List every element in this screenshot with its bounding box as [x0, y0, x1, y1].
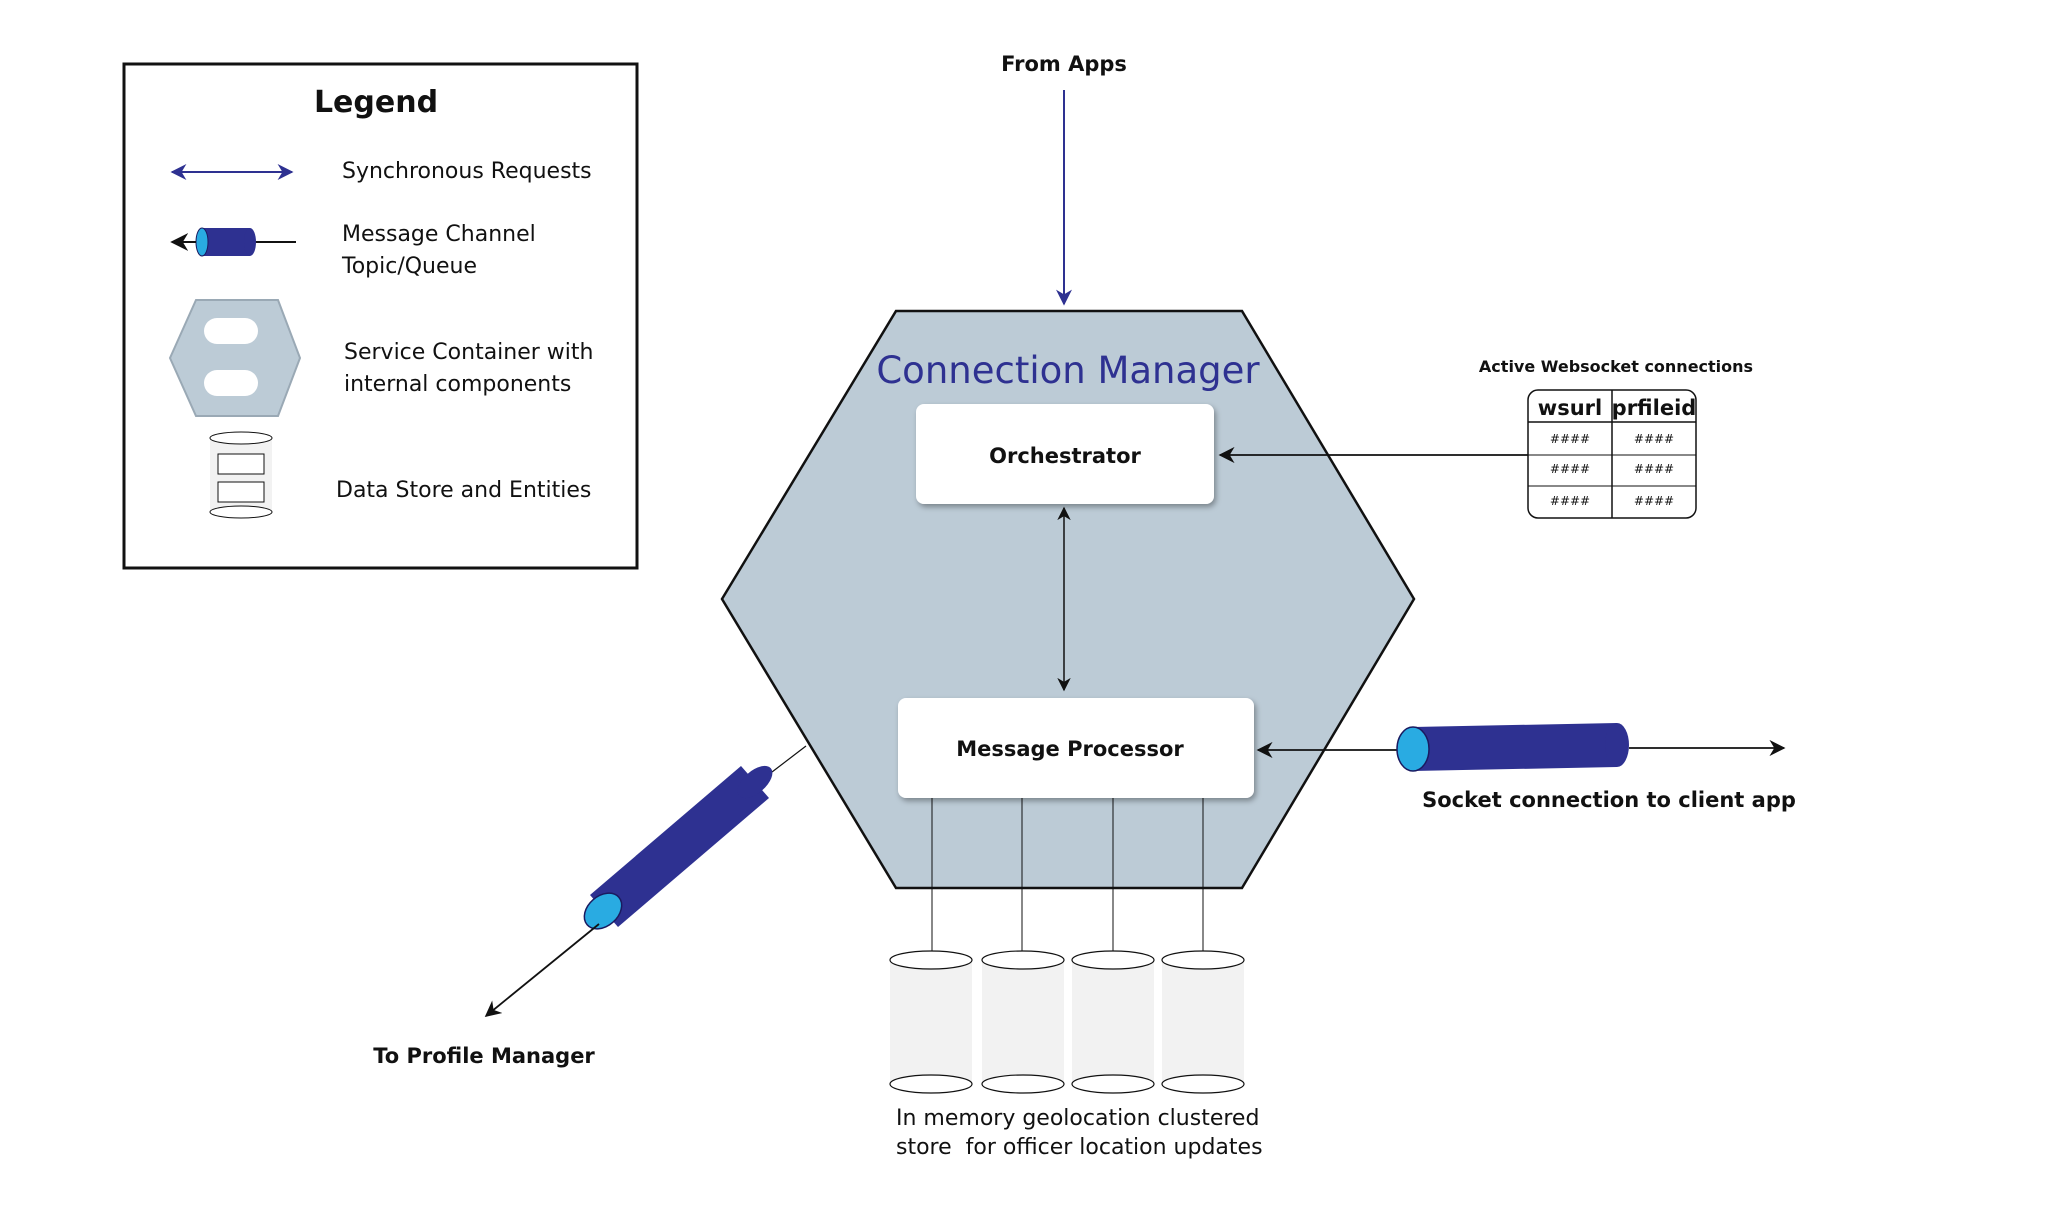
legend-datastore-label: Data Store and Entities: [336, 478, 591, 503]
store-cylinder: [1161, 950, 1245, 1094]
socket-channel-body: [1413, 723, 1617, 771]
legend-sync-label: Synchronous Requests: [342, 159, 592, 184]
websocket-table-caption: Active Websocket connections: [1479, 357, 1753, 376]
profile-channel-cap: [583, 892, 623, 930]
orchestrator-label: Orchestrator: [989, 444, 1141, 468]
websocket-cell: ####: [1550, 494, 1590, 508]
profile-manager-label: To Profile Manager: [373, 1044, 595, 1068]
store-caption-line-1: In memory geolocation clustered: [896, 1106, 1259, 1131]
websocket-cell: ####: [1550, 462, 1590, 476]
legend-datastore-icon: [209, 431, 273, 519]
socket-connection-label: Socket connection to client app: [1422, 788, 1796, 812]
socket-channel: [1256, 723, 1786, 772]
websocket-cell: ####: [1634, 432, 1674, 446]
store-caption-line-2: store for officer location updates: [896, 1135, 1263, 1160]
store-cylinder: [889, 950, 973, 1094]
websocket-header-prfileid: prfileid: [1612, 396, 1697, 420]
connection-manager-container: Connection Manager Orchestrator Message …: [720, 309, 1416, 890]
websocket-table: Active Websocket connections wsurl prfil…: [1479, 357, 1753, 519]
hexagon-to-channel-line: [771, 745, 807, 773]
socket-channel-cap: [1396, 726, 1430, 772]
websocket-cell: ####: [1634, 462, 1674, 476]
legend-container-icon: [168, 299, 302, 417]
store-cylinder: [981, 950, 1065, 1094]
from-apps-label: From Apps: [1001, 52, 1127, 76]
legend-title: Legend: [314, 85, 438, 120]
legend-container-label-2: internal components: [344, 372, 571, 397]
connection-manager-hexagon: [720, 309, 1416, 890]
websocket-cell: ####: [1634, 494, 1674, 508]
websocket-cell: ####: [1550, 432, 1590, 446]
legend: Legend Synchronous Requests Message Chan…: [122, 62, 639, 570]
profile-channel: [484, 745, 807, 1018]
store-cylinder: [1071, 950, 1155, 1094]
message-processor-label: Message Processor: [956, 737, 1184, 761]
connection-manager-title: Connection Manager: [876, 349, 1260, 392]
orchestrator-box: [916, 404, 1214, 504]
legend-channel-label-2: Topic/Queue: [341, 254, 477, 279]
channel-to-profile-arrow: [484, 923, 600, 1018]
profile-channel-body: [590, 766, 769, 927]
legend-container-label-1: Service Container with: [344, 340, 593, 365]
legend-channel-label-1: Message Channel: [342, 222, 536, 247]
geolocation-store: [889, 798, 1245, 1094]
legend-channel-icon: [170, 227, 296, 257]
message-processor-box: [898, 698, 1254, 798]
websocket-header-wsurl: wsurl: [1538, 396, 1602, 420]
